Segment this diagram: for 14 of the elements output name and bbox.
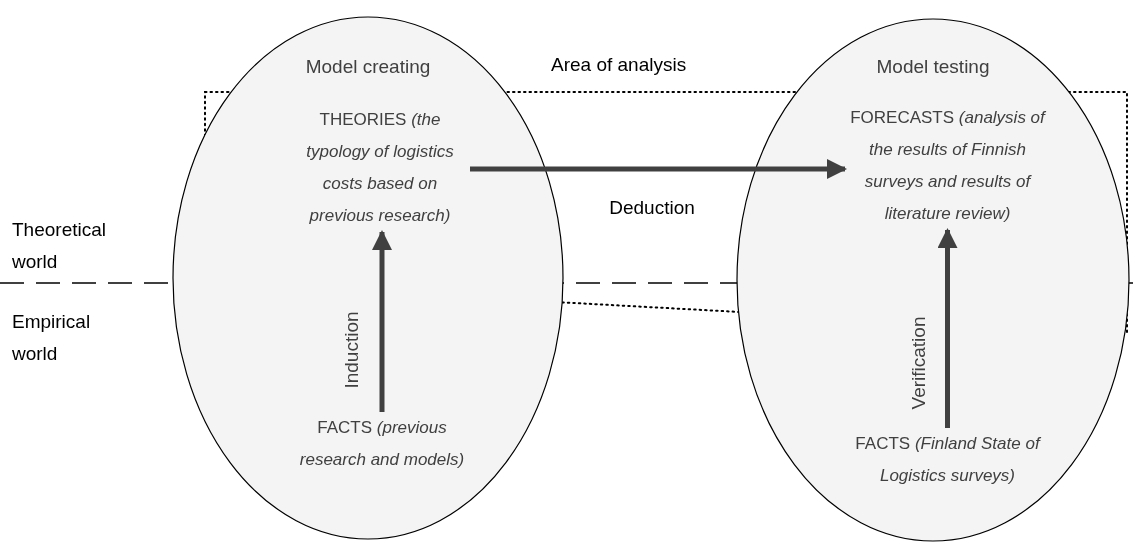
node-text: FORECASTS (analysis of the results of Finnish surveys and results of literature review)	[849, 107, 1047, 225]
edge-label: Induction	[341, 311, 363, 389]
node-text: THEORIES (the typology of logistics costs based on previous research)	[305, 109, 455, 227]
arrow	[470, 159, 847, 179]
side-label: Theoretical world	[12, 218, 107, 274]
region-heading: Model testing	[875, 56, 991, 78]
arrow	[937, 228, 958, 428]
side-label: Empirical world	[12, 310, 92, 366]
node-text: FACTS (Finland State of Logistics surveys)	[854, 433, 1042, 487]
edge-label: Deduction	[609, 197, 695, 219]
edge-label: Verification	[908, 316, 930, 410]
node-text: FACTS (previous research and models)	[298, 417, 466, 471]
arrow	[372, 230, 392, 412]
area-heading: Area of analysis	[551, 54, 687, 76]
